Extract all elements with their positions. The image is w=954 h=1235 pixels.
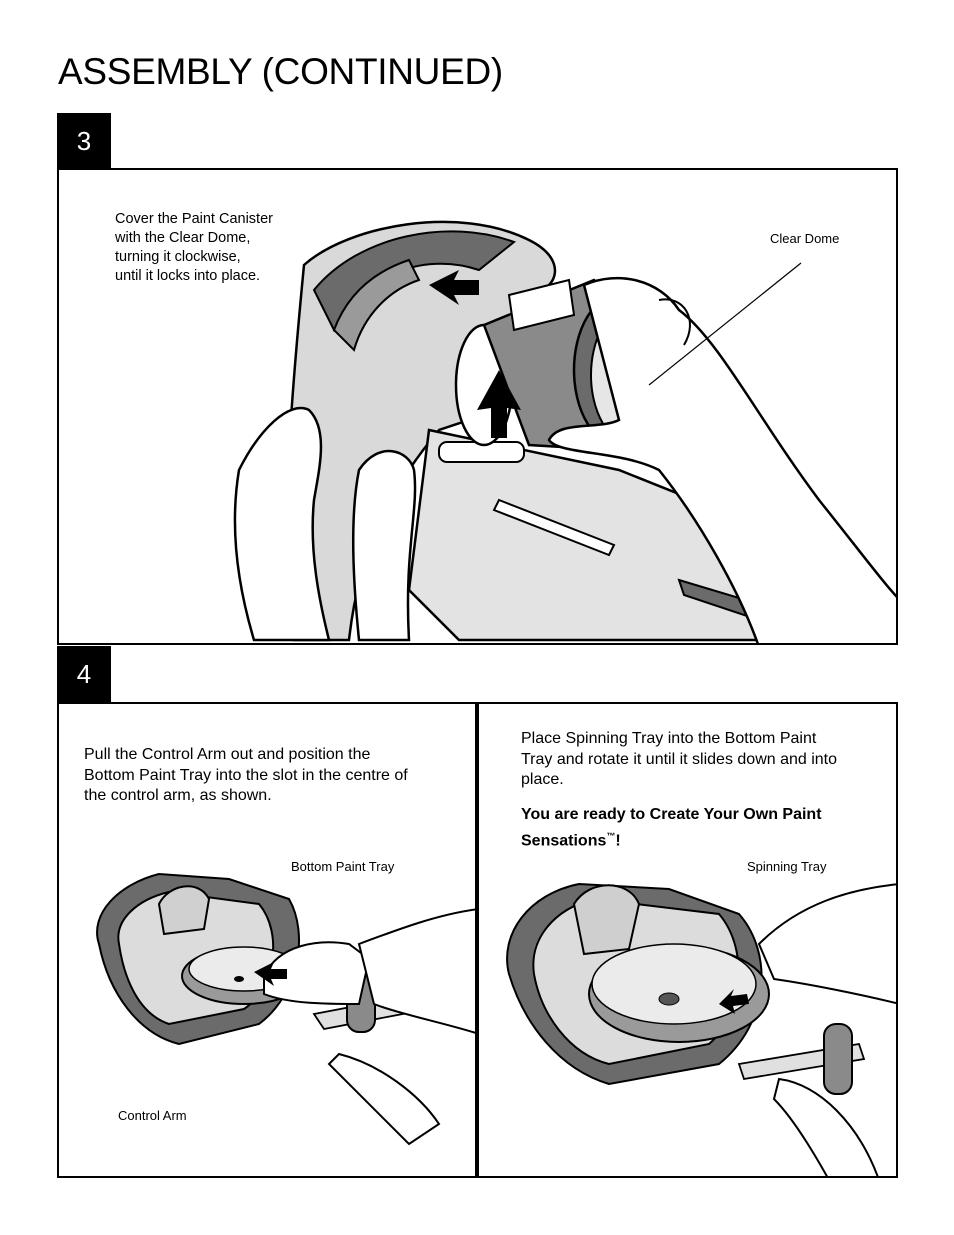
ready-line-1: You are ready to Create Your Own Paint xyxy=(521,806,822,823)
trademark-mark: ™ xyxy=(606,830,616,841)
step-4-right-panel: Place Spinning Tray into the Bottom Pain… xyxy=(477,702,898,1178)
instruction-line: with the Clear Dome, xyxy=(115,230,251,246)
ready-line-2: Sensations™! xyxy=(521,826,822,852)
step-4-right-instructions: Place Spinning Tray into the Bottom Pain… xyxy=(521,729,837,791)
step-4-right-illustration xyxy=(506,882,896,1176)
spinning-tray-callout: Spinning Tray xyxy=(747,859,827,874)
instruction-line: turning it clockwise, xyxy=(115,249,241,265)
instruction-line: Pull the Control Arm out and position th… xyxy=(84,746,371,763)
instruction-line: Tray and rotate it until it slides down … xyxy=(521,750,838,768)
step-3-panel: Cover the Paint Canister with the Clear … xyxy=(57,168,898,645)
step-4-left-illustration xyxy=(96,872,475,1146)
clear-dome-callout: Clear Dome xyxy=(770,231,840,246)
instruction-line: Bottom Paint Tray into the slot in the c… xyxy=(84,766,408,784)
step-4-number: 4 xyxy=(76,658,92,689)
page-title: ASSEMBLY (CONTINUED) xyxy=(58,51,503,92)
ready-message: You are ready to Create Your Own Paint S… xyxy=(521,805,822,851)
step-3-number: 3 xyxy=(76,125,92,156)
step-4-left-panel: Pull the Control Arm out and position th… xyxy=(57,702,477,1178)
ready-line-2-end: ! xyxy=(615,831,621,849)
instruction-line: Cover the Paint Canister xyxy=(115,211,273,227)
instruction-line: the control arm, as shown. xyxy=(84,787,272,804)
instruction-line: until it locks into place. xyxy=(115,268,261,284)
control-arm-callout: Control Arm xyxy=(118,1108,187,1123)
step-3-instructions: Cover the Paint Canister with the Clear … xyxy=(115,210,273,286)
step-4-badge: 4 xyxy=(57,646,111,702)
step-3-illustration xyxy=(233,220,896,643)
ready-line-2-text: Sensations xyxy=(521,831,607,849)
bottom-paint-tray-callout: Bottom Paint Tray xyxy=(291,859,395,874)
step-4-left-instructions: Pull the Control Arm out and position th… xyxy=(84,745,408,807)
instruction-line: place. xyxy=(521,771,564,788)
step-3-badge: 3 xyxy=(57,113,111,169)
instruction-line: Place Spinning Tray into the Bottom Pain… xyxy=(521,730,817,747)
